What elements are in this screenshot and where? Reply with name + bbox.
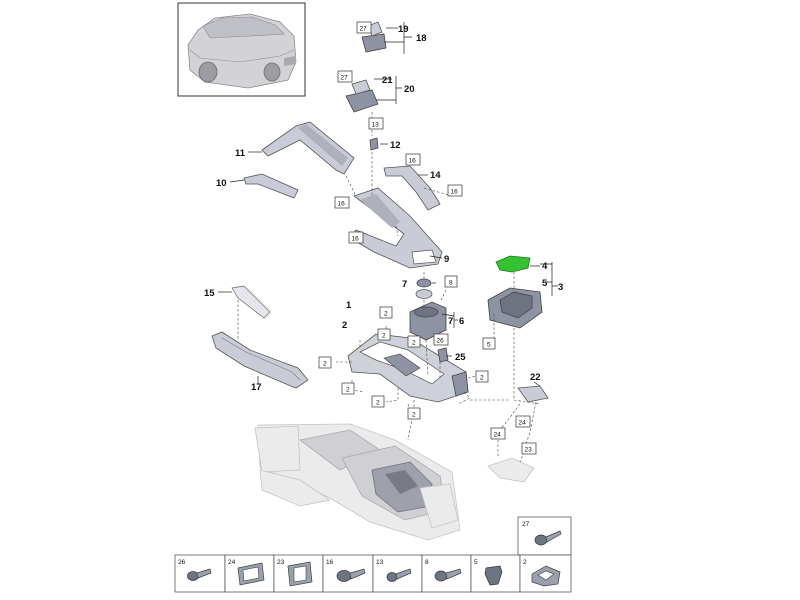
ref-box-16c: 16 bbox=[338, 201, 346, 208]
callout-7-bottom: 7 bbox=[448, 316, 453, 327]
clip-24-icon bbox=[237, 562, 265, 586]
part-15-trim bbox=[231, 285, 271, 319]
reference-boxes: 27 27 13 16 16 16 16 8 26 5 2 2 2 2 2 2 … bbox=[318, 21, 537, 455]
legend-cell-2-label: 2 bbox=[523, 559, 527, 566]
ref-box-2d: 2 bbox=[323, 361, 327, 368]
legend-cell-24-label: 24 bbox=[228, 559, 236, 566]
legend-cell-26-label: 26 bbox=[178, 559, 186, 566]
ref-box-5: 5 bbox=[487, 342, 491, 349]
callout-20: 20 bbox=[404, 84, 415, 95]
screw-26-icon bbox=[187, 568, 212, 581]
fastener-legend: 27 26 24 23 16 13 bbox=[174, 516, 572, 593]
screw-8-icon bbox=[434, 568, 462, 582]
ref-box-24a: 24 bbox=[519, 420, 527, 427]
ref-box-8: 8 bbox=[449, 280, 453, 287]
clip-23-icon bbox=[287, 561, 313, 587]
ref-box-24b: 24 bbox=[494, 432, 502, 439]
callout-25: 25 bbox=[455, 352, 466, 363]
ref-box-26: 26 bbox=[437, 338, 445, 345]
ref-box-13: 13 bbox=[372, 122, 380, 129]
callout-9: 9 bbox=[444, 254, 449, 265]
screw-16-icon bbox=[336, 568, 366, 582]
legend-cell-13-label: 13 bbox=[376, 559, 384, 566]
part-11-trim bbox=[261, 121, 355, 175]
ref-box-16b: 16 bbox=[451, 189, 459, 196]
part-1-frame bbox=[347, 333, 469, 403]
ref-box-27b: 27 bbox=[341, 75, 349, 82]
ref-box-2a: 2 bbox=[384, 311, 388, 318]
callout-5: 5 bbox=[542, 278, 548, 289]
part-17-trim bbox=[211, 331, 309, 389]
callout-6: 6 bbox=[459, 316, 464, 327]
legend-cell-16-label: 16 bbox=[326, 559, 334, 566]
console-assembly-ghost bbox=[254, 423, 461, 541]
ref-box-2h: 2 bbox=[412, 412, 416, 419]
callout-10: 10 bbox=[216, 178, 227, 189]
part-6-cupholder bbox=[409, 301, 447, 341]
dashed-guides bbox=[237, 112, 541, 463]
vehicle-thumbnail bbox=[177, 2, 306, 97]
callout-12: 12 bbox=[390, 140, 401, 151]
legend-cell-23-label: 23 bbox=[277, 559, 285, 566]
callout-19: 19 bbox=[398, 24, 409, 35]
legend-cell-27-label: 27 bbox=[522, 521, 530, 528]
screw-27-icon bbox=[534, 530, 562, 546]
callout-14: 14 bbox=[430, 170, 441, 181]
callout-11: 11 bbox=[235, 148, 246, 159]
part-10-trim bbox=[243, 173, 299, 199]
part-23-mount bbox=[487, 457, 535, 483]
ref-box-2b: 2 bbox=[382, 333, 386, 340]
clip-2-icon bbox=[531, 565, 561, 587]
part-18-bracket bbox=[361, 21, 387, 53]
legend-cell-8-label: 8 bbox=[425, 559, 429, 566]
callout-1: 1 bbox=[346, 300, 352, 311]
callout-4: 4 bbox=[542, 261, 548, 272]
callout-7-top: 7 bbox=[402, 279, 407, 290]
callout-18: 18 bbox=[416, 33, 427, 44]
ref-box-2g: 2 bbox=[376, 400, 380, 407]
part-20-mechanism bbox=[345, 79, 379, 113]
ref-box-27a: 27 bbox=[360, 26, 368, 33]
callout-2: 2 bbox=[342, 320, 347, 331]
part-9-bezel bbox=[349, 187, 443, 269]
part-12-clip bbox=[369, 137, 379, 151]
ref-box-2c: 2 bbox=[412, 340, 416, 347]
part-22-bracket bbox=[517, 385, 549, 403]
leader-lines bbox=[218, 22, 558, 387]
part-5-tray bbox=[487, 287, 543, 329]
ref-box-16a: 16 bbox=[409, 158, 417, 165]
screw-13-icon bbox=[386, 568, 412, 582]
part-14-trim bbox=[383, 165, 441, 211]
part-7-knob-top bbox=[416, 278, 432, 288]
part-4-highlighted-pad bbox=[495, 255, 531, 273]
part-25-clip bbox=[437, 347, 449, 363]
legend-cell-5-label: 5 bbox=[474, 559, 478, 566]
callout-numbers: 19 18 21 20 12 11 10 14 9 4 5 3 7 15 1 2… bbox=[204, 24, 563, 393]
callout-15: 15 bbox=[204, 288, 215, 299]
callout-21: 21 bbox=[382, 75, 393, 86]
callout-17: 17 bbox=[251, 382, 262, 393]
ref-box-2f: 2 bbox=[346, 387, 350, 394]
callout-3: 3 bbox=[558, 282, 563, 293]
ref-box-2e: 2 bbox=[480, 375, 484, 382]
callout-22: 22 bbox=[530, 372, 541, 383]
ref-box-23: 23 bbox=[525, 447, 533, 454]
screw-5-icon bbox=[484, 565, 503, 586]
ref-box-16d: 16 bbox=[352, 236, 360, 243]
